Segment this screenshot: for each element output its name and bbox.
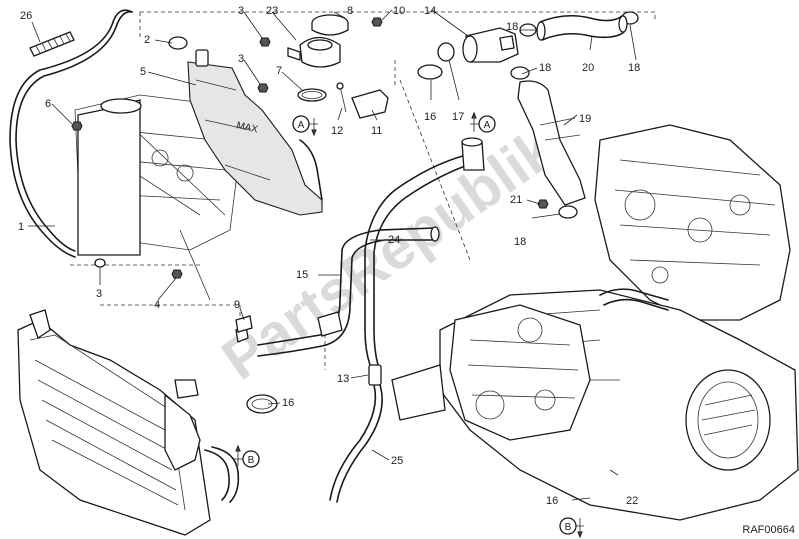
ref-marker-b2: B	[565, 522, 572, 533]
drawing-code: RAF00664	[742, 524, 795, 536]
callout-21: 21	[510, 194, 522, 206]
callout-18-top: 18	[506, 21, 518, 33]
callout-11: 11	[371, 125, 382, 137]
callout-13: 13	[337, 373, 349, 385]
callout-8: 8	[347, 5, 353, 17]
bracket-11	[336, 82, 389, 119]
engine-block	[391, 124, 799, 521]
callout-3-top: 3	[238, 5, 244, 17]
expansion-tank: MAX	[187, 49, 323, 216]
callout-16-mid: 16	[424, 111, 436, 123]
breather-hose	[329, 364, 383, 503]
callout-19: 19	[579, 113, 591, 125]
callout-15: 15	[296, 269, 308, 281]
clamp-7	[297, 88, 327, 102]
callout-18-low: 18	[514, 236, 526, 248]
callout-14: 14	[424, 5, 436, 17]
callout-3-mid: 3	[238, 53, 244, 65]
callout-7: 7	[276, 65, 282, 77]
callout-23: 23	[266, 5, 278, 17]
ref-marker-b1: B	[248, 455, 255, 466]
callout-labels: 26 2 3 23 8 10 5 3 7 6 12 11 1 3 4 9 15 …	[18, 5, 640, 507]
callout-25: 25	[391, 455, 403, 467]
callout-18-right: 18	[628, 62, 640, 74]
hose-19	[517, 80, 586, 206]
callout-2: 2	[144, 34, 150, 46]
overflow-hose	[9, 9, 133, 258]
reference-markers: A A B B	[234, 111, 584, 539]
ref-marker-a1: A	[298, 120, 305, 131]
callout-10: 10	[393, 5, 405, 17]
ref-marker-a2: A	[484, 120, 491, 131]
callout-18-mid: 18	[539, 62, 551, 74]
callout-16-left: 16	[282, 397, 294, 409]
callout-17: 17	[452, 111, 464, 123]
callout-4: 4	[154, 299, 160, 311]
callout-20: 20	[582, 62, 594, 74]
callout-22: 22	[626, 495, 638, 507]
callout-26: 26	[20, 10, 32, 22]
callout-3-low: 3	[96, 288, 102, 300]
callout-5: 5	[140, 66, 146, 78]
frame-part	[74, 94, 241, 301]
callout-12: 12	[331, 125, 343, 137]
hose-20	[536, 14, 628, 41]
bypass-hose	[364, 137, 485, 366]
protective-sleeve	[29, 31, 75, 57]
radiator-upper-hose	[257, 226, 440, 357]
radiator	[17, 309, 240, 536]
sensor-9	[235, 315, 253, 333]
leader-lines	[28, 9, 637, 501]
callout-24: 24	[388, 234, 400, 246]
callout-9: 9	[234, 299, 240, 311]
tank-max-marking: MAX	[235, 120, 259, 135]
callout-1: 1	[18, 221, 24, 233]
callout-6: 6	[45, 98, 51, 110]
filler-cap-assembly	[287, 14, 349, 68]
filler-hose	[299, 139, 323, 201]
thermostat-housing	[462, 27, 519, 63]
fasteners	[71, 17, 549, 279]
callout-16-right: 16	[546, 495, 558, 507]
